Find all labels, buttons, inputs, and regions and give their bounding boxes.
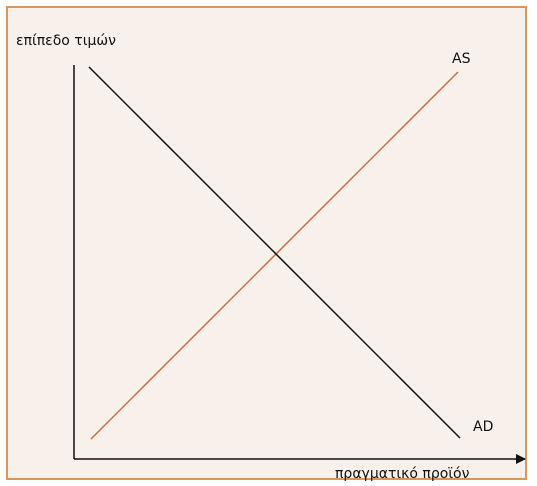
as-curve (90, 71, 459, 440)
y-axis-label: επίπεδο τιμών (16, 33, 116, 49)
ad-curve (88, 66, 461, 439)
ad-curve-label: AD (473, 419, 493, 435)
diagram-frame (6, 6, 527, 480)
x-axis-label: πραγματικό προϊόν (335, 466, 470, 482)
as-curve-label: AS (452, 51, 471, 67)
